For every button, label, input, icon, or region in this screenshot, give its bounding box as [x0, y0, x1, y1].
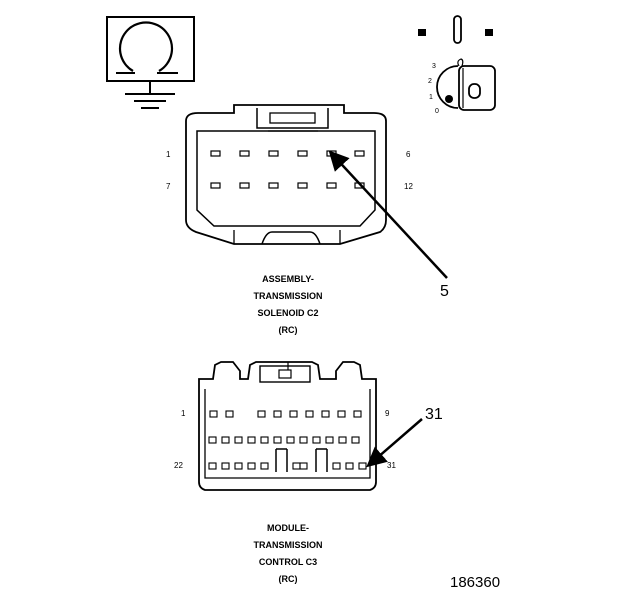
c2-pin-label-6: 6 — [406, 150, 411, 159]
c3-connector-label: MODULE- TRANSMISSION CONTROL C3 (RC) — [218, 520, 358, 588]
c3-pin-cavity — [292, 462, 301, 470]
c3-pin-cavity — [257, 410, 266, 418]
connector-c3 — [198, 361, 377, 491]
c3-pin-cavity — [208, 436, 217, 444]
c3-pin-cavity — [247, 462, 256, 470]
ohmmeter-ground-icon — [106, 16, 195, 109]
c3-pin-cavity — [225, 410, 234, 418]
c3-pin-cavity — [345, 462, 354, 470]
c3-pin-label-22: 22 — [174, 461, 183, 470]
c3-label-line-2: TRANSMISSION — [253, 540, 323, 550]
c3-pin-cavity — [337, 410, 346, 418]
c3-pin-label-9: 9 — [385, 409, 390, 418]
c3-pin-cavity — [351, 436, 360, 444]
c3-pin-cavity — [338, 436, 347, 444]
c3-pin-cavity — [358, 462, 367, 470]
c2-label-line-1: ASSEMBLY- — [262, 274, 314, 284]
c3-pin-cavity — [299, 436, 308, 444]
c3-pin-cavity — [332, 462, 341, 470]
c3-pin-cavity — [289, 410, 298, 418]
c3-pin-cavity — [353, 410, 362, 418]
key-position-2: 2 — [428, 78, 432, 85]
c3-label-line-1: MODULE- — [267, 523, 309, 533]
c3-pin-cavity — [273, 410, 282, 418]
connector-c2 — [185, 104, 387, 245]
c2-callout-arrow — [328, 150, 448, 279]
c3-pin-cavity — [312, 436, 321, 444]
c3-pin-cavity — [221, 462, 230, 470]
key-position-3: 3 — [432, 63, 436, 70]
c2-pin-label-12: 12 — [404, 182, 413, 191]
c3-pin-cavity — [273, 436, 282, 444]
c3-pin-cavity — [247, 436, 256, 444]
c3-pin-cavity — [208, 462, 217, 470]
c3-label-line-3: CONTROL C3 — [258, 557, 318, 567]
c3-pin-cavity — [234, 436, 243, 444]
c3-pin-cavity — [305, 410, 314, 418]
c3-pin-cavities — [208, 410, 367, 470]
c3-pin-cavity — [321, 410, 330, 418]
c3-pin-cavity — [260, 462, 269, 470]
c3-pin-label-1: 1 — [181, 409, 186, 418]
c3-pin-cavity — [286, 436, 295, 444]
c2-pin-label-7: 7 — [166, 182, 171, 191]
c3-callout-number: 31 — [425, 406, 443, 423]
figure-number: 186360 — [450, 574, 501, 591]
c3-pin-cavity — [260, 436, 269, 444]
key-position-0: 0 — [435, 108, 439, 115]
c3-pin-cavity — [299, 462, 308, 470]
c3-pin-cavity — [221, 436, 230, 444]
c2-label-line-4: (RC) — [278, 325, 298, 335]
c2-callout-number: 5 — [440, 283, 449, 300]
c3-callout-arrow — [366, 418, 423, 468]
c2-pin-cavities — [210, 150, 365, 189]
c2-label-line-2: TRANSMISSION — [253, 291, 323, 301]
c3-label-line-4: (RC) — [278, 574, 298, 584]
c3-pin-cavity — [325, 436, 334, 444]
c3-pin-cavity — [234, 462, 243, 470]
c3-pin-label-31: 31 — [387, 461, 396, 470]
c2-connector-label: ASSEMBLY- TRANSMISSION SOLENOID C2 (RC) — [218, 271, 358, 339]
ignition-key-off-icon — [418, 15, 496, 111]
c2-pin-label-1: 1 — [166, 150, 171, 159]
c2-label-line-3: SOLENOID C2 — [257, 308, 319, 318]
key-position-1: 1 — [429, 94, 433, 101]
c3-pin-cavity — [209, 410, 218, 418]
